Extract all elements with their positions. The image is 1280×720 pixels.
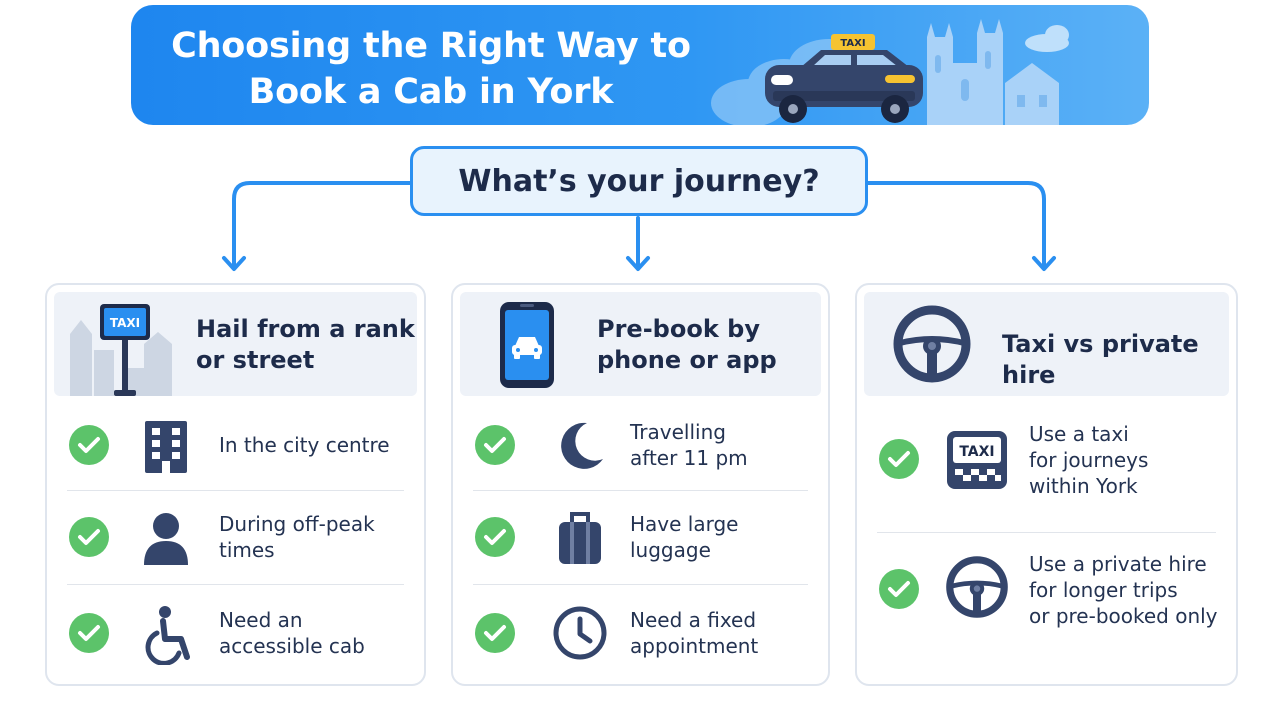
- check-icon: [879, 439, 919, 479]
- check-icon: [69, 425, 109, 465]
- list-item: TAXI Use a taxi for journeys within York: [877, 421, 1224, 509]
- check-icon: [475, 517, 515, 557]
- card-title: Pre-book by phone or app: [597, 315, 777, 374]
- divider: [877, 532, 1216, 533]
- check-icon: [475, 613, 515, 653]
- small-cloud-icon: [1025, 25, 1069, 52]
- steering-wheel-icon: [946, 556, 1008, 618]
- check-icon: [879, 569, 919, 609]
- taxi-rank-sign-icon: TAXI: [70, 304, 172, 396]
- moon-icon: [561, 422, 603, 469]
- divider: [473, 584, 808, 585]
- list-item: Travelling after 11 pm: [473, 415, 816, 475]
- taxi-car-icon: TAXI: [765, 34, 923, 123]
- wheelchair-icon: [145, 606, 190, 665]
- york-taxi-illustration: TAXI: [711, 19, 1069, 125]
- card-header: Pre-book by phone or app: [460, 292, 821, 396]
- row-text: Have large luggage: [630, 512, 739, 562]
- title-banner: Choosing the Right Way to Book a Cab in …: [131, 5, 1149, 125]
- taxi-sign-icon: TAXI: [947, 431, 1007, 489]
- svg-text:TAXI: TAXI: [840, 38, 865, 49]
- journey-question: What’s your journey?: [410, 146, 868, 216]
- banner-title: Choosing the Right Way to Book a Cab in …: [171, 26, 691, 112]
- row-text: Need a fixed appointment: [630, 608, 759, 658]
- smartphone-car-icon: [500, 302, 554, 388]
- steering-wheel-icon: [893, 305, 971, 383]
- row-text: During off-peak times: [219, 512, 375, 562]
- row-text: Use a private hire for longer trips or p…: [1029, 552, 1218, 628]
- check-icon: [69, 613, 109, 653]
- svg-text:TAXI: TAXI: [959, 444, 994, 460]
- clock-icon: [553, 606, 607, 660]
- divider: [67, 490, 404, 491]
- row-text: Use a taxi for journeys within York: [1029, 422, 1149, 498]
- list-item: Use a private hire for longer trips or p…: [877, 551, 1224, 641]
- divider: [473, 490, 808, 491]
- row-text: Need an accessible cab: [219, 608, 365, 658]
- list-item: Need an accessible cab: [67, 601, 412, 665]
- arrow-to-hail: [232, 181, 412, 270]
- card-header: Taxi vs private hire: [864, 292, 1229, 396]
- row-text: Travelling after 11 pm: [630, 420, 748, 470]
- card-prebook: Pre-book by phone or app Travelling afte…: [451, 283, 830, 686]
- luggage-icon: [559, 512, 601, 564]
- divider: [67, 584, 404, 585]
- connector-arrows: [222, 181, 1056, 271]
- row-text: In the city centre: [219, 433, 390, 457]
- card-title: Taxi vs private hire: [1002, 330, 1199, 389]
- card-title: Hail from a rank or street: [196, 315, 415, 374]
- list-item: During off-peak times: [67, 507, 412, 567]
- card-taxi-vs-private: Taxi vs private hire TAXI Use a taxi for…: [855, 283, 1238, 686]
- list-item: In the city centre: [67, 415, 412, 475]
- card-hail: TAXI Hail from a rank or street In the c…: [45, 283, 426, 686]
- arrow-to-taxi-vs-private: [866, 181, 1046, 270]
- list-item: Have large luggage: [473, 507, 816, 567]
- building-icon: [145, 421, 187, 473]
- list-item: Need a fixed appointment: [473, 601, 816, 665]
- svg-text:TAXI: TAXI: [110, 316, 140, 330]
- check-icon: [475, 425, 515, 465]
- person-icon: [144, 513, 188, 565]
- check-icon: [69, 517, 109, 557]
- card-header: TAXI Hail from a rank or street: [54, 292, 417, 396]
